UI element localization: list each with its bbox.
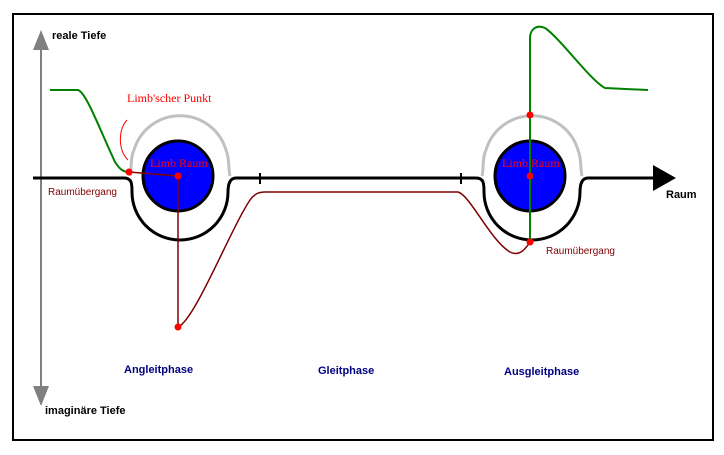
real-depth-curve-right <box>529 25 649 242</box>
limb-point-marker <box>125 168 133 176</box>
axis-arrow-down-icon <box>33 386 49 406</box>
x-axis-label: Raum <box>666 189 697 201</box>
limb-space-left-label: Limb Raum <box>150 156 208 170</box>
limb-space-right-label: Limb Raum <box>502 156 560 170</box>
axis-arrow-up-icon <box>33 30 49 50</box>
phase-glide: Gleitphase <box>318 365 374 377</box>
marker <box>526 111 534 119</box>
limb-point-pointer <box>119 119 129 161</box>
marker <box>526 238 534 246</box>
space-axis <box>33 176 655 242</box>
imaginary-depth-curve <box>128 171 531 329</box>
marker <box>526 172 534 180</box>
y-axis-bottom-label: imaginäre Tiefe <box>45 405 126 417</box>
limb-point-label: Limb'scher Punkt <box>127 91 212 105</box>
marker <box>174 323 182 331</box>
limb-halo-left <box>128 114 232 177</box>
axis-arrow-right-icon <box>653 165 676 191</box>
phase-exit: Ausgleitphase <box>504 366 579 378</box>
y-axis-top-label: reale Tiefe <box>52 30 106 42</box>
transition-right-label: Raumübergang <box>546 246 615 257</box>
real-depth-curve-left <box>50 89 130 173</box>
transition-left-label: Raumübergang <box>48 187 117 198</box>
frame <box>12 13 714 441</box>
phase-approach: Angleitphase <box>124 364 193 376</box>
marker <box>174 172 182 180</box>
